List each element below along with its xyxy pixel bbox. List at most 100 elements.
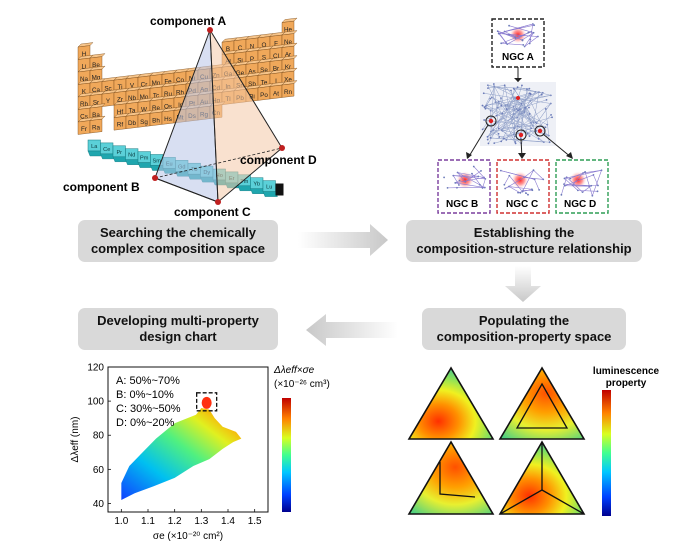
lanthanide-symbol: Yb <box>253 182 260 188</box>
element-symbol: Kr <box>285 64 291 71</box>
element-symbol: Nb <box>128 95 137 102</box>
x-tick-label: 1.4 <box>221 516 235 527</box>
lanthanide-symbol: Nd <box>128 153 135 159</box>
arrow-down <box>505 266 541 302</box>
element-symbol: Mo <box>140 94 149 101</box>
x-tick-label: 1.2 <box>168 516 182 527</box>
ngc-a-label: NGC A <box>502 52 534 63</box>
element-symbol: At <box>273 90 279 97</box>
element-symbol: Rn <box>284 89 293 96</box>
element-symbol: Hf <box>117 109 124 116</box>
constraint-label: D: 0%~20% <box>116 417 175 429</box>
arrow-right <box>298 224 388 256</box>
colorbar-unit: (×10⁻²⁶ cm³) <box>274 379 330 390</box>
element-symbol: Ge <box>236 70 245 77</box>
step-design-line1: Developing multi-property <box>97 313 259 328</box>
element-symbol: Cl <box>273 53 279 60</box>
element-symbol: Cr <box>141 81 148 88</box>
element-symbol: Li <box>82 64 87 71</box>
element-symbol: Co <box>176 77 185 84</box>
ngc-d-label: NGC D <box>564 199 597 210</box>
y-tick-label: 40 <box>93 499 105 510</box>
ngc-c-label: NGC C <box>506 199 539 210</box>
element-symbol: I <box>275 78 277 85</box>
element-symbol: As <box>248 68 255 75</box>
step-search-line1: Searching the chemically <box>99 225 257 240</box>
element-symbol: Na <box>80 76 89 83</box>
y-tick-label: 120 <box>87 363 104 374</box>
luminescence-colorbar-label: luminescence property <box>586 366 666 390</box>
element-symbol: Ar <box>285 52 291 59</box>
element-symbol: Ca <box>92 87 101 94</box>
element-symbol: Rb <box>80 101 89 108</box>
component-b-label: component B <box>63 180 140 194</box>
element-symbol: V <box>130 83 135 90</box>
step-design-line2: design chart <box>139 329 217 344</box>
element-symbol: Sc <box>104 86 111 93</box>
component-a-label: component A <box>150 14 227 28</box>
element-symbol: Bh <box>152 117 160 124</box>
plot-frame <box>107 366 269 513</box>
element-symbol: W <box>141 106 147 113</box>
highlight-box <box>196 392 218 412</box>
colorbar-label-line1: luminescence <box>592 366 660 377</box>
element-symbol: Br <box>273 65 279 72</box>
element-symbol: Sb <box>248 81 256 88</box>
element-symbol: Y <box>106 98 111 105</box>
element-symbol: Mg <box>92 75 101 82</box>
lanthanide-symbol: Ce <box>103 147 110 153</box>
highlight-points <box>201 396 212 409</box>
x-tick-label: 1.3 <box>194 516 208 527</box>
ngc-a-cluster <box>491 18 545 68</box>
element-symbol: Rf <box>117 122 124 129</box>
element-symbol: Ta <box>129 108 136 115</box>
step-populate-line1: Populating the <box>478 313 570 328</box>
lanthanide-symbol: Pr <box>116 150 122 156</box>
element-symbol: N <box>250 43 255 50</box>
supercell-structure <box>466 67 573 159</box>
constraint-label: A: 50%~70% <box>116 375 180 387</box>
ngc-b-label: NGC B <box>446 199 479 210</box>
lanthanide-symbol: Pm <box>140 156 149 162</box>
element-symbol: H <box>82 51 87 58</box>
y-tick-label: 60 <box>93 465 105 476</box>
x-axis-label: σe (×10⁻²⁰ cm²) <box>153 531 223 542</box>
element-symbol: He <box>284 27 293 34</box>
element-symbol: F <box>274 40 278 47</box>
x-tick-label: 1.1 <box>141 516 155 527</box>
element-symbol: Xe <box>284 77 292 84</box>
step-populate-line2: composition-property space <box>436 329 612 344</box>
composition-tetrahedron <box>152 27 285 205</box>
element-symbol: Zr <box>117 97 123 104</box>
element-symbol: Sg <box>140 119 148 126</box>
lanthanide-symbol: La <box>91 144 98 150</box>
colorbar-title: Δλeff×σe <box>273 365 315 376</box>
element-symbol: Re <box>152 105 161 112</box>
arrow-left <box>306 314 398 346</box>
element-symbol: Ti <box>117 84 122 91</box>
element-symbol: Tc <box>153 92 159 99</box>
step-search-line2: complex composition space <box>90 241 266 256</box>
step-structure-line1: Establishing the <box>473 225 575 240</box>
element-symbol: Ra <box>92 125 101 132</box>
element-symbol: Ir <box>178 102 182 109</box>
element-symbol: Ru <box>164 91 173 98</box>
element-symbol: Bi <box>249 93 255 100</box>
element-symbol: Fr <box>81 126 87 133</box>
element-symbol: P <box>250 56 254 63</box>
step-populate-box: Populating the composition-property spac… <box>422 308 626 350</box>
element-symbol: Ba <box>92 112 100 119</box>
y-axis-label: Δλeff (nm) <box>70 417 81 463</box>
y-tick-label: 100 <box>87 397 104 408</box>
constraint-label: B: 0%~10% <box>116 389 174 401</box>
x-tick-label: 1.5 <box>248 516 262 527</box>
element-symbol: Si <box>237 57 243 64</box>
element-symbol: Rh <box>176 89 185 96</box>
element-symbol: K <box>82 89 87 96</box>
element-symbol: B <box>226 46 230 53</box>
element-symbol: Se <box>260 67 268 74</box>
element-symbol: Cs <box>80 114 88 121</box>
element-symbol: Ne <box>284 39 293 46</box>
